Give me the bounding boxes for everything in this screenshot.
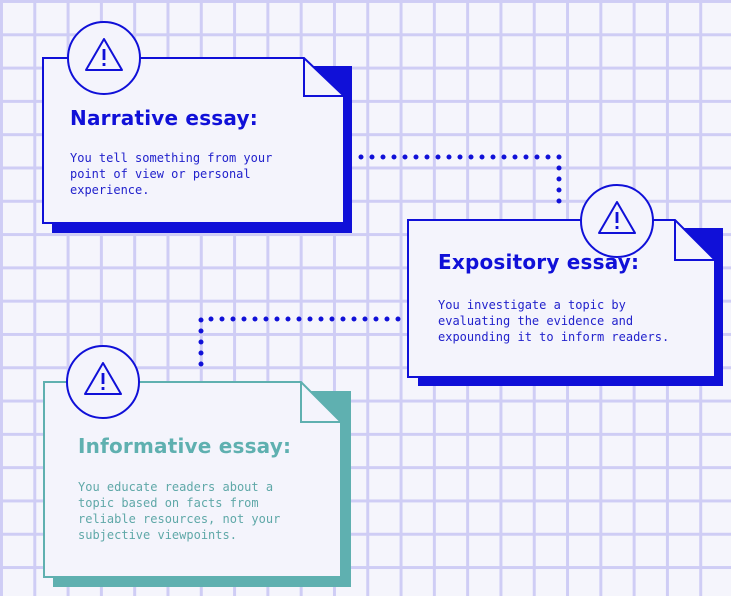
card-body: You investigate a topic by evaluating th… bbox=[438, 298, 670, 344]
card-body: You educate readers about a topic based … bbox=[78, 480, 281, 542]
expository-essay-card: Expository essay: You investigate a topi… bbox=[407, 183, 725, 388]
connector-expository-to-informative bbox=[198, 316, 401, 373]
warning-triangle-icon bbox=[65, 344, 141, 424]
card-shape bbox=[43, 381, 351, 587]
informative-essay-card: Informative essay: You educate readers a… bbox=[43, 344, 353, 589]
connector-narrative-to-expository bbox=[358, 154, 562, 215]
card-title: Narrative essay: bbox=[70, 106, 258, 130]
card-title: Informative essay: bbox=[78, 434, 292, 458]
card-shape bbox=[42, 57, 352, 233]
card-shape bbox=[407, 219, 723, 386]
card-body: You tell something from your point of vi… bbox=[70, 151, 273, 197]
warning-triangle-icon bbox=[66, 20, 142, 100]
card-title: Expository essay: bbox=[438, 250, 640, 274]
narrative-essay-card: Narrative essay: You tell something from… bbox=[42, 20, 354, 235]
warning-triangle-icon bbox=[579, 183, 655, 263]
